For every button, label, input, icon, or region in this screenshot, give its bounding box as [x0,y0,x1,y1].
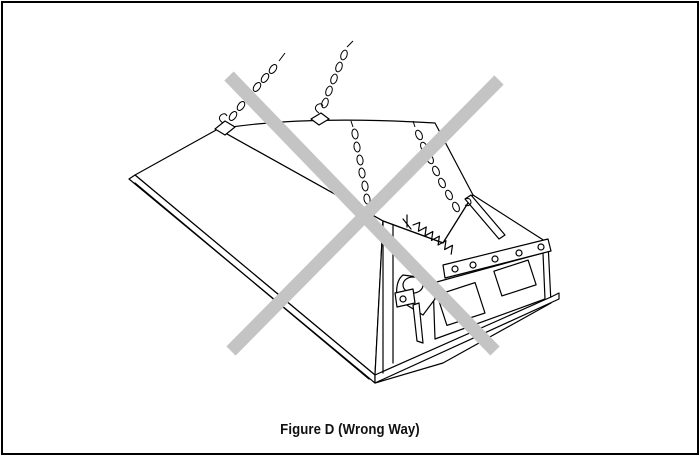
figure-caption: Figure D (Wrong Way) [280,421,420,438]
chains [218,40,472,218]
x-mark-icon [224,71,504,356]
lifting-chains-wrong-way-illustration [128,40,560,384]
unit-drawing [128,112,560,384]
chain-2 [314,40,354,114]
chain-1 [218,52,286,124]
